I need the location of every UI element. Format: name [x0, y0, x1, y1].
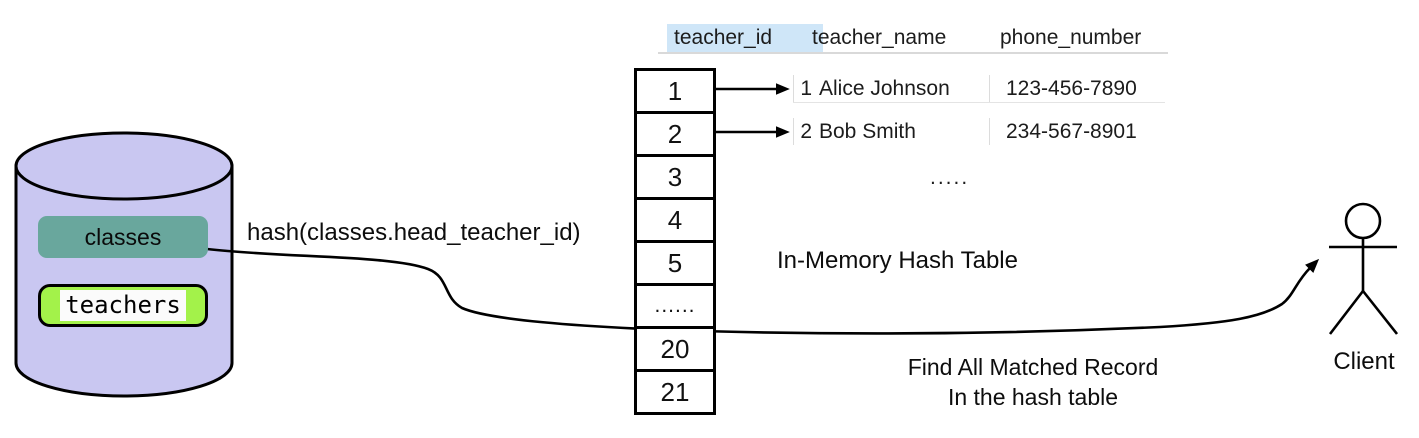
hash-bucket-3: 3: [637, 154, 713, 197]
cylinder-top: [14, 131, 234, 201]
client-head: [1344, 202, 1382, 240]
hash-bucket-1: 1: [667, 75, 683, 106]
record-2-id: 2: [800, 119, 812, 143]
annotation-line-2: In the hash table: [947, 384, 1119, 410]
hash-flow-curve-arrow: [206, 247, 1320, 335]
column-header-teacher-name: teacher_name: [812, 26, 947, 49]
client-leg-left: [1328, 290, 1365, 335]
find-matched-annotation: Find All Matched Record In the hash tabl…: [858, 352, 1208, 412]
hash-bucket-5: 5: [637, 240, 713, 283]
db-table-teachers: teachers: [38, 284, 208, 327]
records-ellipsis: .....: [930, 166, 970, 189]
record-1-name: Alice Johnson: [819, 76, 950, 100]
column-header-phone-number: phone_number: [1000, 26, 1142, 49]
record-2-phone: 234-567-8901: [989, 118, 1137, 145]
db-table-classes-label: classes: [84, 223, 162, 250]
hash-function-label: hash(classes.head_teacher_id): [247, 219, 581, 246]
record-1-id: 1: [800, 76, 812, 100]
hash-table-caption: In-Memory Hash Table: [777, 247, 1018, 274]
record-1-id-name: 1 Alice Johnson: [793, 75, 950, 102]
column-header-teacher-id: teacher_id: [667, 24, 823, 52]
header-underline: [658, 52, 1168, 54]
db-table-classes: classes: [38, 216, 208, 258]
record-1-phone: 123-456-7890: [989, 75, 1137, 102]
record-2-id-name: 2 Bob Smith: [793, 118, 916, 145]
hash-bucket-2: 2: [637, 111, 713, 154]
record-2-name: Bob Smith: [819, 119, 916, 143]
db-table-teachers-label: teachers: [60, 290, 186, 321]
hash-bucket-4: 4: [637, 197, 713, 240]
client-figure: [1328, 202, 1399, 335]
client-leg-right: [1361, 290, 1399, 335]
record-row-1: 1 Alice Johnson 123-456-7890: [793, 75, 1165, 103]
database-cylinder: [14, 131, 234, 398]
hash-bucket-21: 21: [637, 369, 713, 412]
annotation-line-1: Find All Matched Record: [907, 354, 1159, 380]
hash-bucket-20: 20: [637, 326, 713, 369]
client-label: Client: [1333, 348, 1395, 375]
hash-bucket-table: 1 2 3 4 5 ...... 20 21: [634, 68, 716, 415]
record-row-2: 2 Bob Smith 234-567-8901: [793, 118, 1165, 145]
hash-bucket-ellipsis: ......: [637, 283, 713, 326]
